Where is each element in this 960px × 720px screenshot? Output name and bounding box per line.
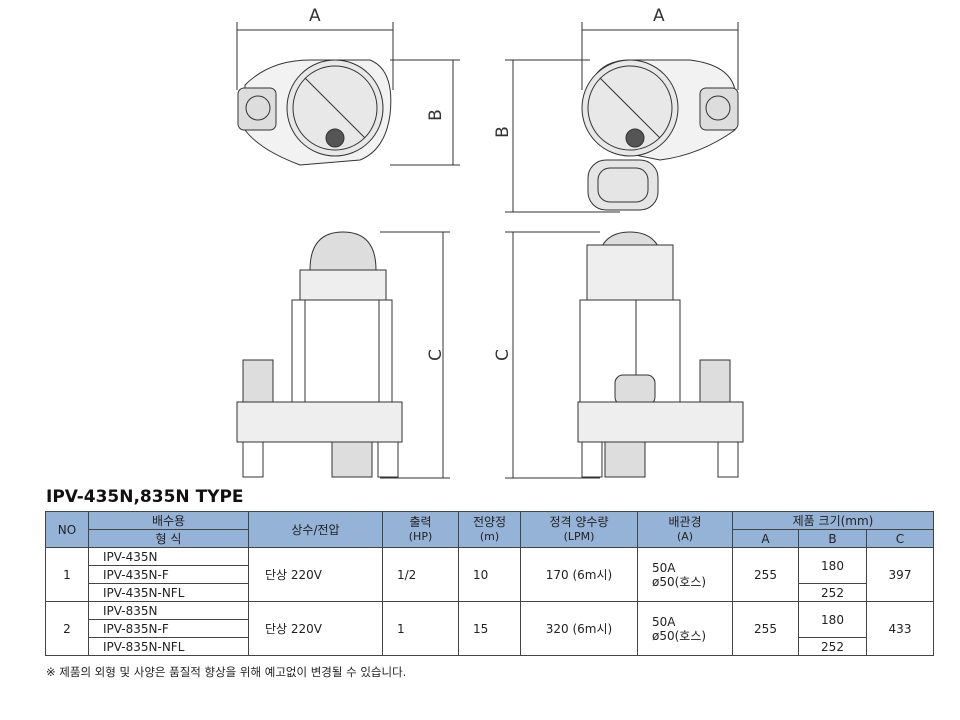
pipe-size: 50A <box>652 614 676 629</box>
dim-c-left: C <box>425 349 446 361</box>
cell-model: IPV-835N-NFL <box>88 637 249 656</box>
pipe-label: 배관경 <box>668 515 702 529</box>
header-size: 제품 크기(mm) <box>732 511 934 530</box>
spec-table: NO 배수용 상수/전압 출력(HP) 전양정(m) 정격 양수량(LPM) 배… <box>45 511 934 656</box>
pump-technical-drawings <box>236 22 744 479</box>
header-drain: 배수용 <box>88 511 249 530</box>
table-row: IPV-835N-F <box>46 619 934 638</box>
cell-hp: 1/2 <box>382 547 459 602</box>
top-view-left <box>236 22 460 166</box>
cell-b1: 180 <box>798 547 867 584</box>
header-b: B <box>798 529 867 548</box>
top-view-right <box>505 22 739 213</box>
cell-c: 397 <box>866 547 934 602</box>
header-a: A <box>732 529 799 548</box>
flow-unit: (LPM) <box>563 530 595 543</box>
cell-b2: 252 <box>798 637 867 656</box>
header-pipe: 배관경(A) <box>637 511 733 548</box>
head-label: 전양정 <box>472 515 507 529</box>
cell-flow: 170 (6m시) <box>520 547 638 602</box>
header-head: 전양정(m) <box>458 511 521 548</box>
flow-label: 정격 양수량 <box>549 515 609 529</box>
cell-b1: 180 <box>798 601 867 638</box>
side-view-left <box>236 231 450 479</box>
cell-model: IPV-435N-F <box>88 565 249 584</box>
header-flow: 정격 양수량(LPM) <box>520 511 638 548</box>
dim-b-right: B <box>492 126 513 138</box>
header-c: C <box>866 529 934 548</box>
header-no: NO <box>45 511 89 548</box>
cell-a: 255 <box>732 547 799 602</box>
table-row: IPV-835N-NFL 252 <box>46 637 934 656</box>
cell-model: IPV-835N-F <box>88 619 249 638</box>
pipe-hose: ø50(호스) <box>652 628 707 643</box>
cell-no: 2 <box>45 601 89 656</box>
cell-voltage: 단상 220V <box>248 601 383 656</box>
dim-a-right: A <box>653 6 665 26</box>
dim-c-right: C <box>492 349 513 361</box>
cell-model: IPV-435N <box>88 547 249 566</box>
side-view-right <box>505 231 744 479</box>
pipe-size: 50A <box>652 560 676 575</box>
cell-model: IPV-835N <box>88 601 249 620</box>
cell-model: IPV-435N-NFL <box>88 583 249 602</box>
cell-head: 15 <box>458 601 521 656</box>
cell-hp: 1 <box>382 601 459 656</box>
header-model: 형 식 <box>88 529 249 548</box>
output-unit: (HP) <box>408 530 433 543</box>
header-voltage: 상수/전압 <box>248 511 383 548</box>
cell-b2: 252 <box>798 583 867 602</box>
output-label: 출력 <box>409 515 432 529</box>
cell-a: 255 <box>732 601 799 656</box>
header-output: 출력(HP) <box>382 511 459 548</box>
dim-b-left: B <box>425 109 446 121</box>
cell-flow: 320 (6m시) <box>520 601 638 656</box>
cell-c: 433 <box>866 601 934 656</box>
head-unit: (m) <box>479 530 500 543</box>
cell-head: 10 <box>458 547 521 602</box>
cell-no: 1 <box>45 547 89 602</box>
pipe-unit: (A) <box>676 530 694 543</box>
dim-a-left: A <box>309 6 321 26</box>
spec-title: IPV-435N,835N TYPE <box>46 487 244 507</box>
pipe-hose: ø50(호스) <box>652 574 707 589</box>
disclaimer-note: ※ 제품의 외형 및 사양은 품질적 향상을 위해 예고없이 변경될 수 있습니… <box>46 665 407 679</box>
cell-voltage: 단상 220V <box>248 547 383 602</box>
